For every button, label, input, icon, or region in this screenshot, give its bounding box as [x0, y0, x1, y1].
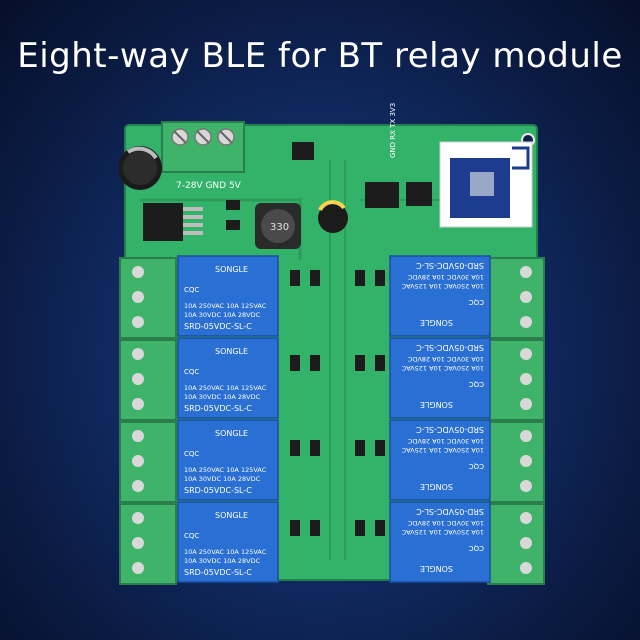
- relay-rating: 10A 30VDC 10A 28VDC: [407, 273, 484, 281]
- relay-rating: 10A 30VDC 10A 28VDC: [407, 355, 484, 363]
- relay-rating: 10A 250VAC 10A 125VAC: [184, 384, 267, 392]
- relay-brand: SONGLE: [420, 564, 453, 573]
- smd-part: [226, 200, 240, 210]
- power-label: 7-28V GND 5V: [176, 181, 242, 191]
- relay-brand: SONGLE: [215, 429, 248, 438]
- relay-brand: SONGLE: [215, 511, 248, 520]
- relay-rating: 10A 30VDC 10A 28VDC: [184, 311, 261, 319]
- relay: SONGLE CQC 10A 250VAC 10A 125VAC 10A 30V…: [389, 337, 491, 419]
- relay-cert: CQC: [184, 286, 199, 294]
- relay-model: SRD-05VDC-SL-C: [184, 568, 252, 577]
- relay-model: SRD-05VDC-SL-C: [416, 261, 484, 270]
- jumper-header: [406, 182, 432, 206]
- relay-cert: CQC: [469, 462, 484, 470]
- relay-model: SRD-05VDC-SL-C: [416, 343, 484, 352]
- relay-rating: 10A 250VAC 10A 125VAC: [184, 302, 267, 310]
- relay-rating: 10A 250VAC 10A 125VAC: [401, 528, 484, 536]
- driver-components: [290, 270, 385, 536]
- relay-brand: SONGLE: [420, 400, 453, 409]
- relay-rating: 10A 30VDC 10A 28VDC: [407, 437, 484, 445]
- relay-cert: CQC: [469, 380, 484, 388]
- power-terminal: [161, 121, 245, 173]
- relay-brand: SONGLE: [215, 347, 248, 356]
- relay: SONGLE CQC 10A 250VAC 10A 125VAC 10A 30V…: [177, 419, 279, 501]
- smd-part: [226, 220, 240, 230]
- relay-brand: SONGLE: [215, 265, 248, 274]
- relay-rating: 10A 250VAC 10A 125VAC: [401, 282, 484, 290]
- right-terminal-blocks: [487, 257, 545, 585]
- relay-model: SRD-05VDC-SL-C: [184, 404, 252, 413]
- relay-cert: CQC: [469, 544, 484, 552]
- relay-model: SRD-05VDC-SL-C: [184, 486, 252, 495]
- electrolytic-capacitor: [118, 146, 162, 190]
- header-label: GND RX TX 3V3: [389, 103, 397, 158]
- relay: SONGLE CQC 10A 250VAC 10A 125VAC 10A 30V…: [177, 501, 279, 583]
- smd-chip: [292, 142, 314, 160]
- relay-brand: SONGLE: [420, 318, 453, 327]
- relay-cert: CQC: [184, 532, 199, 540]
- relay: SONGLE CQC 10A 250VAC 10A 125VAC 10A 30V…: [389, 501, 491, 583]
- relay-rating: 10A 30VDC 10A 28VDC: [407, 519, 484, 527]
- relay-rating: 10A 250VAC 10A 125VAC: [184, 548, 267, 556]
- relay-rating: 10A 30VDC 10A 28VDC: [184, 475, 261, 483]
- headline: Eight-way BLE for BT relay module: [17, 36, 623, 76]
- relay-cert: CQC: [184, 450, 199, 458]
- driver-ic: [365, 182, 399, 208]
- small-capacitor: [318, 200, 348, 233]
- relay-rating: 10A 250VAC 10A 125VAC: [184, 466, 267, 474]
- relay-model: SRD-05VDC-SL-C: [184, 322, 252, 331]
- ble-module: [439, 141, 533, 228]
- voltage-regulator: [143, 203, 203, 241]
- relay-rating: 10A 30VDC 10A 28VDC: [184, 557, 261, 565]
- relay-rating: 10A 250VAC 10A 125VAC: [401, 364, 484, 372]
- left-terminal-blocks: [119, 257, 177, 585]
- relay-rating: 10A 250VAC 10A 125VAC: [401, 446, 484, 454]
- relay-rating: 10A 30VDC 10A 28VDC: [184, 393, 261, 401]
- relay: SONGLE CQC 10A 250VAC 10A 125VAC 10A 30V…: [389, 255, 491, 337]
- relay: SONGLE CQC 10A 250VAC 10A 125VAC 10A 30V…: [177, 337, 279, 419]
- inductor-code: 330: [270, 222, 289, 233]
- relay-brand: SONGLE: [420, 482, 453, 491]
- relay-model: SRD-05VDC-SL-C: [416, 507, 484, 516]
- relay-cert: CQC: [184, 368, 199, 376]
- relay-model: SRD-05VDC-SL-C: [416, 425, 484, 434]
- relay-cert: CQC: [469, 298, 484, 306]
- relay: SONGLE CQC 10A 250VAC 10A 125VAC 10A 30V…: [389, 419, 491, 501]
- inductor: 330: [255, 203, 301, 249]
- relay: SONGLE CQC 10A 250VAC 10A 125VAC 10A 30V…: [177, 255, 279, 337]
